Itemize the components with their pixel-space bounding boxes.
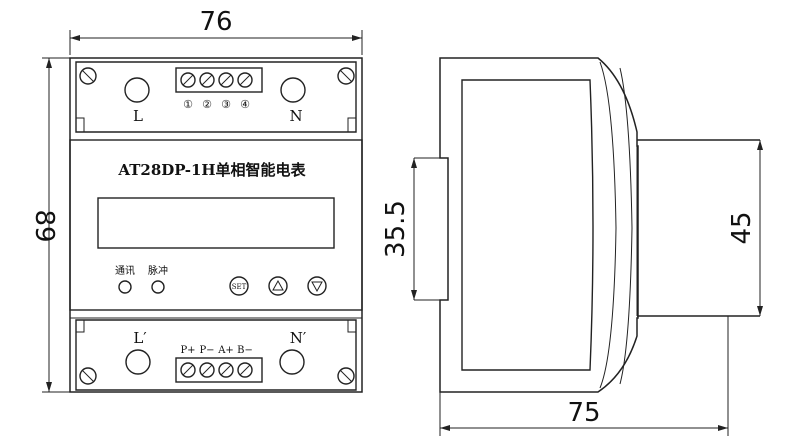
terminal-hole-n <box>280 77 306 103</box>
screw-icon <box>79 67 97 85</box>
terminal-hole-n-prime <box>279 349 305 375</box>
comm-led-icon <box>118 280 132 294</box>
width-front-label: 76 <box>199 7 232 37</box>
terminal-label: P− <box>199 345 214 356</box>
indicator-label-pulse: 脉冲 <box>148 264 168 277</box>
bottom-terminal-cover: L′ N′ P+ P− A+ B− <box>70 317 362 391</box>
side-body-outline <box>637 139 760 317</box>
label-n: N <box>289 107 302 125</box>
comm-terminal-screws <box>180 362 253 378</box>
terminal-number: ① <box>183 98 193 111</box>
dimension-width-side: 75 <box>439 316 729 436</box>
side-profile <box>439 57 639 393</box>
screw-icon <box>79 367 97 385</box>
terminal-number: ② <box>202 98 212 111</box>
terminal-number: ④ <box>240 98 250 111</box>
front-panel: AT28DP-1H单相智能电表 通讯 脉冲 SET <box>69 139 363 311</box>
product-title: AT28DP-1H单相智能电表 <box>117 161 306 179</box>
label-l: L <box>133 107 143 125</box>
aux-terminal-strip <box>175 67 263 93</box>
arrow-up-icon <box>272 279 284 291</box>
screw-icon <box>337 67 355 85</box>
side-body-height-label: 45 <box>727 211 757 244</box>
height-front-label: 89 <box>29 209 59 242</box>
comm-terminal-strip <box>175 357 263 383</box>
dimension-height-front: 89 <box>29 57 70 393</box>
terminal-number: ③ <box>221 98 231 111</box>
terminal-label: P+ <box>180 345 195 356</box>
up-button[interactable] <box>268 276 288 296</box>
terminal-hole-l-prime <box>125 349 151 375</box>
front-view: 76 89 L N <box>29 7 363 393</box>
pulse-led-icon <box>151 280 165 294</box>
set-button[interactable]: SET <box>229 276 249 296</box>
dimension-din-rail: 35.5 <box>381 158 417 300</box>
width-side-label: 75 <box>567 398 600 428</box>
meter-housing <box>69 57 363 393</box>
screw-icon <box>337 367 355 385</box>
aux-terminal-screws <box>180 72 253 88</box>
lcd-display <box>97 197 335 249</box>
terminal-label: B− <box>237 345 253 356</box>
indicator-label-comm: 通讯 <box>115 265 135 277</box>
terminal-label: A+ <box>217 345 234 356</box>
set-button-label: SET <box>232 283 247 291</box>
down-button[interactable] <box>307 276 327 296</box>
label-l-prime: L′ <box>133 329 147 347</box>
label-n-prime: N′ <box>290 329 307 347</box>
din-rail-height-label: 35.5 <box>381 200 411 258</box>
arrow-down-icon <box>311 281 323 293</box>
terminal-hole-l <box>124 77 150 103</box>
side-inner-panel <box>461 79 594 371</box>
side-view: 35.5 45 75 <box>381 57 763 436</box>
dimension-width-front: 76 <box>69 7 363 55</box>
dimension-side-body: 45 <box>727 140 763 316</box>
